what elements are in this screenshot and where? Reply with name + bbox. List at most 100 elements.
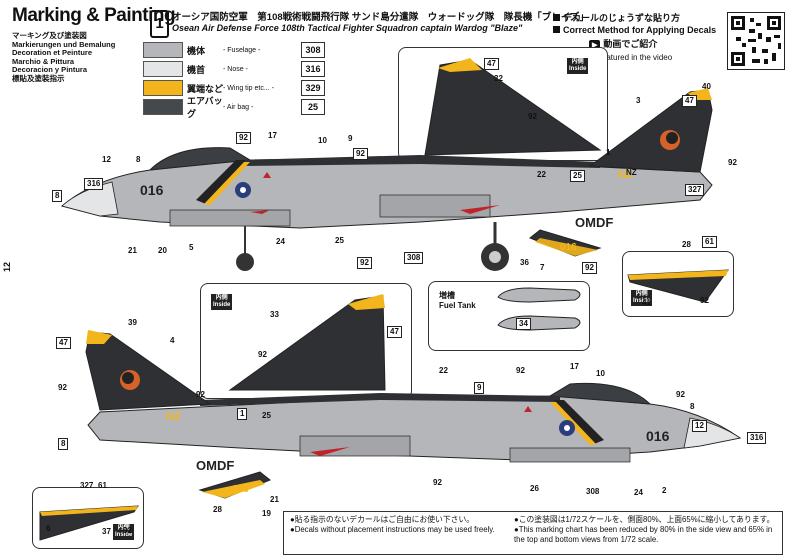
callout-number: 17 (570, 362, 579, 371)
callout-number: 9 (348, 134, 353, 143)
lang-es: Decoracion y Pintura (12, 65, 88, 75)
video-line-jp2: 動画でご紹介 (603, 39, 658, 49)
callout-number: 61 (702, 236, 717, 248)
inset-tail-top-shape (424, 59, 602, 156)
swatch-wingtip (143, 80, 183, 96)
callout-number: 21 (128, 246, 137, 255)
step-number: 1 (150, 10, 169, 38)
callout-number: 1 (237, 408, 248, 420)
lang-fr: Decoration et Peinture (12, 48, 93, 58)
callout-number: 47 (56, 337, 71, 349)
lang-de: Markierungen und Bemalung (12, 39, 116, 49)
bullet-icon (553, 26, 560, 33)
legend-label-jp: 機首 (187, 64, 206, 75)
swatch-nose (143, 61, 183, 77)
callout-number: 22 (537, 170, 546, 179)
callout-number: 9 (474, 382, 485, 394)
callout-number: 36 (520, 258, 529, 267)
legend-label-jp: 機体 (187, 45, 206, 56)
callout-number: 1 (606, 148, 611, 157)
callout-number: 33 (270, 310, 279, 319)
video-line-en2: Featured in the video (597, 53, 673, 62)
paint-number: 329 (301, 80, 325, 96)
callout-number: 8 (52, 190, 63, 202)
callout-number: 24 (634, 488, 643, 497)
callout-number: 327 (685, 184, 705, 196)
video-line-jp: デカールのじょうずな貼り方 (563, 13, 681, 23)
paint-number: 316 (301, 61, 325, 77)
swatch-fuselage (143, 42, 183, 58)
legend-row-nose: 機首 - Nose - 316 (143, 60, 328, 78)
color-legend: 機体 - Fuselage - 308 機首 - Nose - 316 翼端など… (143, 41, 328, 119)
inset-tail-bottom-shape (228, 295, 386, 391)
callout-number: 34 (516, 318, 531, 330)
video-guide: デカールのじょうずな貼り方 Correct Method for Applyin… (553, 12, 723, 64)
callout-number: 47 (387, 326, 402, 338)
callout-number: 28 (213, 505, 222, 514)
play-icon: ▶ (589, 40, 601, 52)
callout-number: 8 (58, 438, 69, 450)
notes-box: ●貼る指示のないデカールはご自由にお使い下さい。 ●Decals without… (283, 511, 783, 555)
video-line-en: Correct Method for Applying Decals (563, 25, 717, 35)
callout-number: 47 (682, 95, 697, 107)
callout-number: 22 (439, 366, 448, 375)
callout-number: 92 (728, 158, 737, 167)
callout-number: 92 (700, 296, 709, 305)
note-1-jp: ●貼る指示のないデカールはご自由にお使い下さい。 (290, 515, 475, 524)
paint-number: 25 (301, 99, 325, 115)
callout-number: 92 (528, 112, 537, 121)
callout-number: 92 (353, 148, 368, 160)
callout-number: 316 (747, 432, 767, 444)
callout-number: 92 (196, 390, 205, 399)
note-2-jp: ●この塗装図は1/72スケールを、側面80%、上面65%に縮小してあります。 (514, 515, 775, 524)
tail-code-upper: NZ (618, 169, 633, 181)
callout-number: 4 (170, 336, 175, 345)
callout-number: 3 (636, 96, 641, 105)
callout-number: 25 (570, 170, 585, 182)
legend-label-jp: 翼端など (187, 83, 224, 94)
legend-label-jp: エアバッグ (187, 96, 223, 119)
callout-number: 92 (58, 383, 67, 392)
callout-number: 7 (540, 263, 545, 272)
paint-number: 308 (301, 42, 325, 58)
callout-number: 5 (189, 243, 194, 252)
callout-number: 6 (46, 524, 51, 533)
callout-number: 19 (262, 509, 271, 518)
lang-jp: マーキング及び塗装図 (12, 31, 87, 40)
legend-label-en: - Wing tip etc... - (223, 84, 274, 92)
callout-number: 41 (642, 298, 651, 307)
callout-number: NZ (626, 168, 637, 177)
modex-lower-tail: 016 (232, 484, 249, 495)
callout-number: 92 (516, 366, 525, 375)
legend-label-en: - Nose - (223, 65, 248, 73)
page-title: Marking & Painting (12, 5, 176, 26)
tail-code-lower: NZ (166, 411, 181, 423)
callout-number: 92 (236, 132, 251, 144)
callout-number: 20 (158, 246, 167, 255)
callout-number: 316 (84, 178, 104, 190)
upper-side-view (60, 88, 713, 271)
page-number: 12 (2, 261, 13, 273)
callout-number: 24 (276, 237, 285, 246)
callout-number: 92 (123, 526, 132, 535)
callout-number: 25 (335, 236, 344, 245)
legend-row-wingtip: 翼端など - Wing tip etc... - 329 (143, 79, 328, 97)
title-translations: マーキング及び塗装図 Markierungen und Bemalung Dec… (12, 31, 116, 84)
callout-number: 308 (586, 487, 600, 496)
lang-zh: 標貼及塗裝指示 (12, 73, 65, 83)
scheme-title-en: Osean Air Defense Force 108th Tactical F… (172, 23, 523, 33)
callout-number: 10 (318, 136, 327, 145)
lower-side-view (85, 330, 742, 499)
legend-label-en: - Fuselage - (223, 46, 261, 54)
qr-code-icon[interactable] (727, 12, 785, 70)
callout-number: 28 (682, 240, 691, 249)
lang-it: Marchio & Pittura (12, 56, 75, 66)
callout-number: 26 (530, 484, 539, 493)
modex-lower: 016 (646, 428, 670, 444)
